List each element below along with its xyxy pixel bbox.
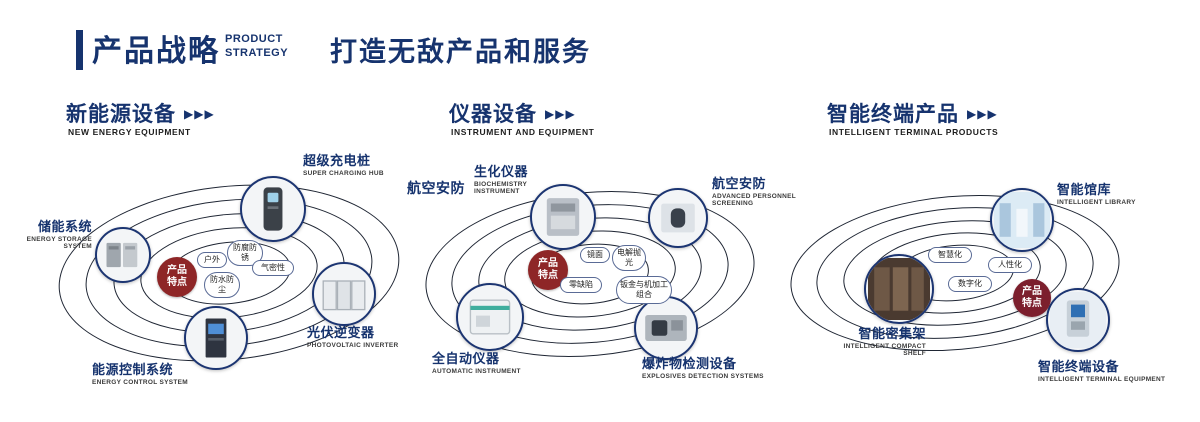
energy-storage-image: [106, 242, 138, 268]
page-title-en-line1: PRODUCT: [225, 33, 283, 45]
page-title-en-line2: STRATEGY: [225, 46, 289, 59]
triple-arrow-icon: ▶▶▶: [967, 107, 998, 121]
compact-shelf-image: [868, 258, 930, 320]
feature-bubble: 数字化: [948, 276, 992, 292]
feature-bubble: 镜面: [580, 247, 610, 263]
automatic-instrument-photo: [456, 283, 524, 351]
badge-line1: 产品: [538, 258, 558, 269]
title-accent-bar: [76, 30, 83, 70]
energy-storage-photo: [95, 227, 151, 283]
product-name-en: AUTOMATIC INSTRUMENT: [432, 367, 521, 375]
section-title-text: 智能终端产品: [827, 103, 959, 126]
control-cabinet-image: [205, 318, 227, 358]
compact-shelf-photo: [864, 254, 934, 324]
feature-bubble: 户外: [197, 252, 227, 268]
automatic-instrument-image: [469, 299, 511, 335]
product-name: 智能密集架: [858, 326, 926, 341]
feature-bubble: 防水防尘: [204, 272, 240, 298]
personnel-screening-photo: [648, 188, 708, 248]
charging-pile-image: [263, 187, 283, 231]
automatic-instrument-label: 全自动仪器 AUTOMATIC INSTRUMENT: [432, 351, 542, 375]
section-title-text: 仪器设备: [449, 103, 537, 126]
badge-line2: 特点: [1022, 298, 1042, 309]
feature-bubble: 智慧化: [928, 247, 972, 263]
photovoltaic-inverter-label: 光伏逆变器 PHOTOVOLTAIC INVERTER: [307, 325, 417, 349]
intelligent-library-photo: [990, 188, 1054, 252]
features-badge-terminal: 产品 特点: [1013, 279, 1051, 317]
product-name-en: SUPER CHARGING HUB: [303, 169, 384, 177]
badge-line1: 产品: [1022, 286, 1042, 297]
product-name-en: ENERGY CONTROL SYSTEM: [92, 378, 188, 386]
library-image: [994, 192, 1050, 248]
energy-storage-label: 储能系统 ENERGY STORAGE SYSTEM: [16, 219, 92, 251]
energy-control-label: 能源控制系统 ENERGY CONTROL SYSTEM: [92, 362, 212, 386]
badge-line2: 特点: [167, 277, 187, 288]
intelligent-library-label: 智能馆库 INTELLIGENT LIBRARY: [1057, 182, 1157, 206]
product-name-en: INTELLIGENT LIBRARY: [1057, 198, 1136, 206]
product-name: 爆炸物检测设备: [642, 356, 737, 371]
page-title-en: PRODUCT STRATEGY: [225, 33, 288, 61]
product-name-en: ENERGY STORAGE SYSTEM: [26, 235, 92, 251]
terminal-kiosk-image: [1050, 292, 1106, 348]
aviation-security-label: 航空安防: [407, 180, 465, 196]
explosives-detection-photo: [634, 296, 698, 360]
product-name: 能源控制系统: [92, 362, 174, 377]
biochemistry-label: 生化仪器 BIOCHEMISTRY INSTRUMENT: [474, 164, 566, 196]
feature-bubble: 人性化: [988, 257, 1032, 273]
terminal-equipment-label: 智能终端设备 INTELLIGENT TERMINAL EQUIPMENT: [1038, 359, 1168, 383]
biochemistry-image: [546, 198, 580, 236]
product-name: 储能系统: [37, 219, 92, 234]
super-charging-hub-photo: [240, 176, 306, 242]
compact-shelf-label: 智能密集架 INTELLIGENT COMPACT SHELF: [830, 326, 926, 358]
section-title-new-energy: 新能源设备 ▶▶▶: [66, 98, 215, 128]
screening-gate-image: [661, 203, 695, 233]
product-name: 智能馆库: [1057, 182, 1112, 197]
product-name-en: BIOCHEMISTRY INSTRUMENT: [474, 180, 528, 196]
feature-bubble: 零缺陷: [560, 277, 602, 293]
section-title-terminal: 智能终端产品 ▶▶▶: [827, 98, 998, 128]
product-name: 超级充电桩: [303, 153, 371, 168]
terminal-equipment-photo: [1046, 288, 1110, 352]
badge-line2: 特点: [538, 270, 558, 281]
badge-line1: 产品: [167, 265, 187, 276]
feature-bubble: 钣金与机加工组合: [616, 276, 672, 304]
triple-arrow-icon: ▶▶▶: [184, 107, 215, 121]
feature-bubble: 电解抛光: [612, 245, 646, 271]
product-name-en: INTELLIGENT TERMINAL EQUIPMENT: [1038, 375, 1166, 383]
section-title-instruments: 仪器设备 ▶▶▶: [449, 98, 576, 128]
features-badge-new-energy: 产品 特点: [157, 257, 197, 297]
product-name: 光伏逆变器: [307, 325, 375, 340]
explosives-detection-label: 爆炸物检测设备 EXPLOSIVES DETECTION SYSTEMS: [642, 356, 772, 380]
product-name: 智能终端设备: [1038, 359, 1120, 374]
product-name: 全自动仪器: [432, 351, 500, 366]
section-subtitle-new-energy: NEW ENERGY EQUIPMENT: [68, 127, 191, 137]
product-name-en: ADVANCED PERSONNEL SCREENING: [712, 192, 796, 208]
feature-bubble: 气密性: [252, 260, 294, 276]
energy-control-photo: [184, 306, 248, 370]
biochemistry-instrument-photo: [530, 184, 596, 250]
product-name: 航空安防: [712, 176, 767, 191]
page-title: 产品战略: [92, 35, 220, 68]
product-name-en: PHOTOVOLTAIC INVERTER: [307, 341, 399, 349]
triple-arrow-icon: ▶▶▶: [545, 107, 576, 121]
slogan: 打造无敌产品和服务: [330, 37, 591, 67]
section-title-text: 新能源设备: [66, 103, 176, 126]
section-subtitle-terminal: INTELLIGENT TERMINAL PRODUCTS: [829, 127, 999, 137]
product-name: 生化仪器: [474, 164, 529, 179]
super-charging-hub-label: 超级充电桩 SUPER CHARGING HUB: [303, 153, 413, 177]
product-name-en: INTELLIGENT COMPACT SHELF: [843, 342, 926, 358]
product-name-en: EXPLOSIVES DETECTION SYSTEMS: [642, 372, 764, 380]
explosives-detector-image: [645, 315, 687, 341]
personnel-screening-label: 航空安防 ADVANCED PERSONNEL SCREENING: [712, 176, 812, 208]
section-subtitle-instruments: INSTRUMENT AND EQUIPMENT: [451, 127, 595, 137]
photovoltaic-inverter-photo: [312, 262, 376, 326]
inverter-image: [322, 280, 366, 311]
